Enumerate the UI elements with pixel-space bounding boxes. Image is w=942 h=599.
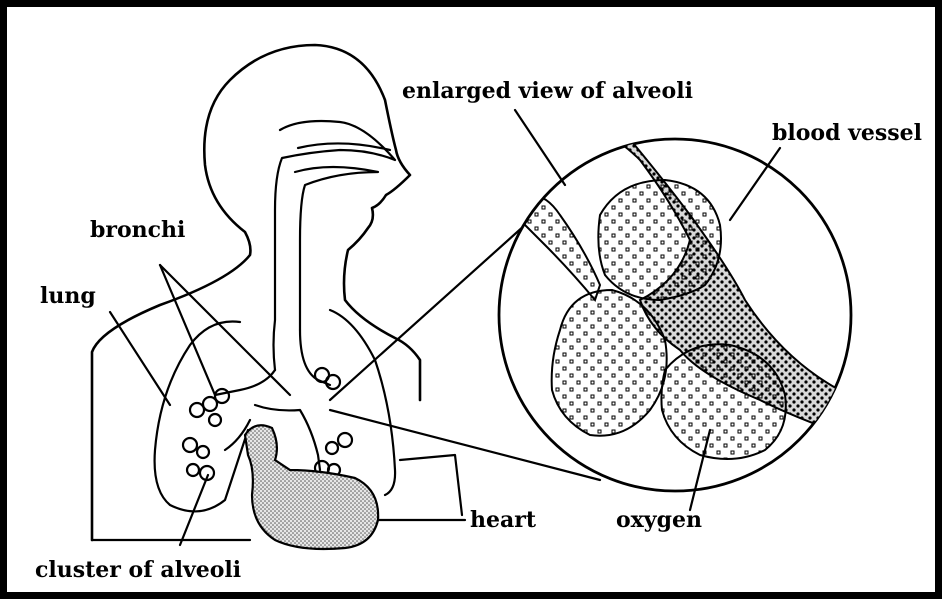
alveolus-top	[598, 180, 721, 300]
trachea-outline	[274, 121, 396, 370]
label-bronchi: bronchi	[90, 217, 185, 243]
alveoli-cluster-left	[183, 389, 229, 480]
leader-lung	[110, 312, 170, 405]
label-enlarged-view: enlarged view of alveoli	[402, 78, 693, 104]
torso-right	[400, 455, 462, 515]
leader-enlarged	[515, 110, 565, 185]
label-oxygen: oxygen	[616, 507, 702, 533]
label-lung: lung	[40, 283, 96, 309]
label-blood-vessel: blood vessel	[772, 120, 922, 146]
zoom-line-top	[330, 225, 525, 400]
trachea-inner	[295, 167, 378, 330]
heart-shape	[245, 425, 378, 549]
leader-bronchi-2	[160, 265, 290, 395]
label-cluster-of-alveoli: cluster of alveoli	[35, 557, 241, 583]
label-heart: heart	[470, 507, 537, 533]
